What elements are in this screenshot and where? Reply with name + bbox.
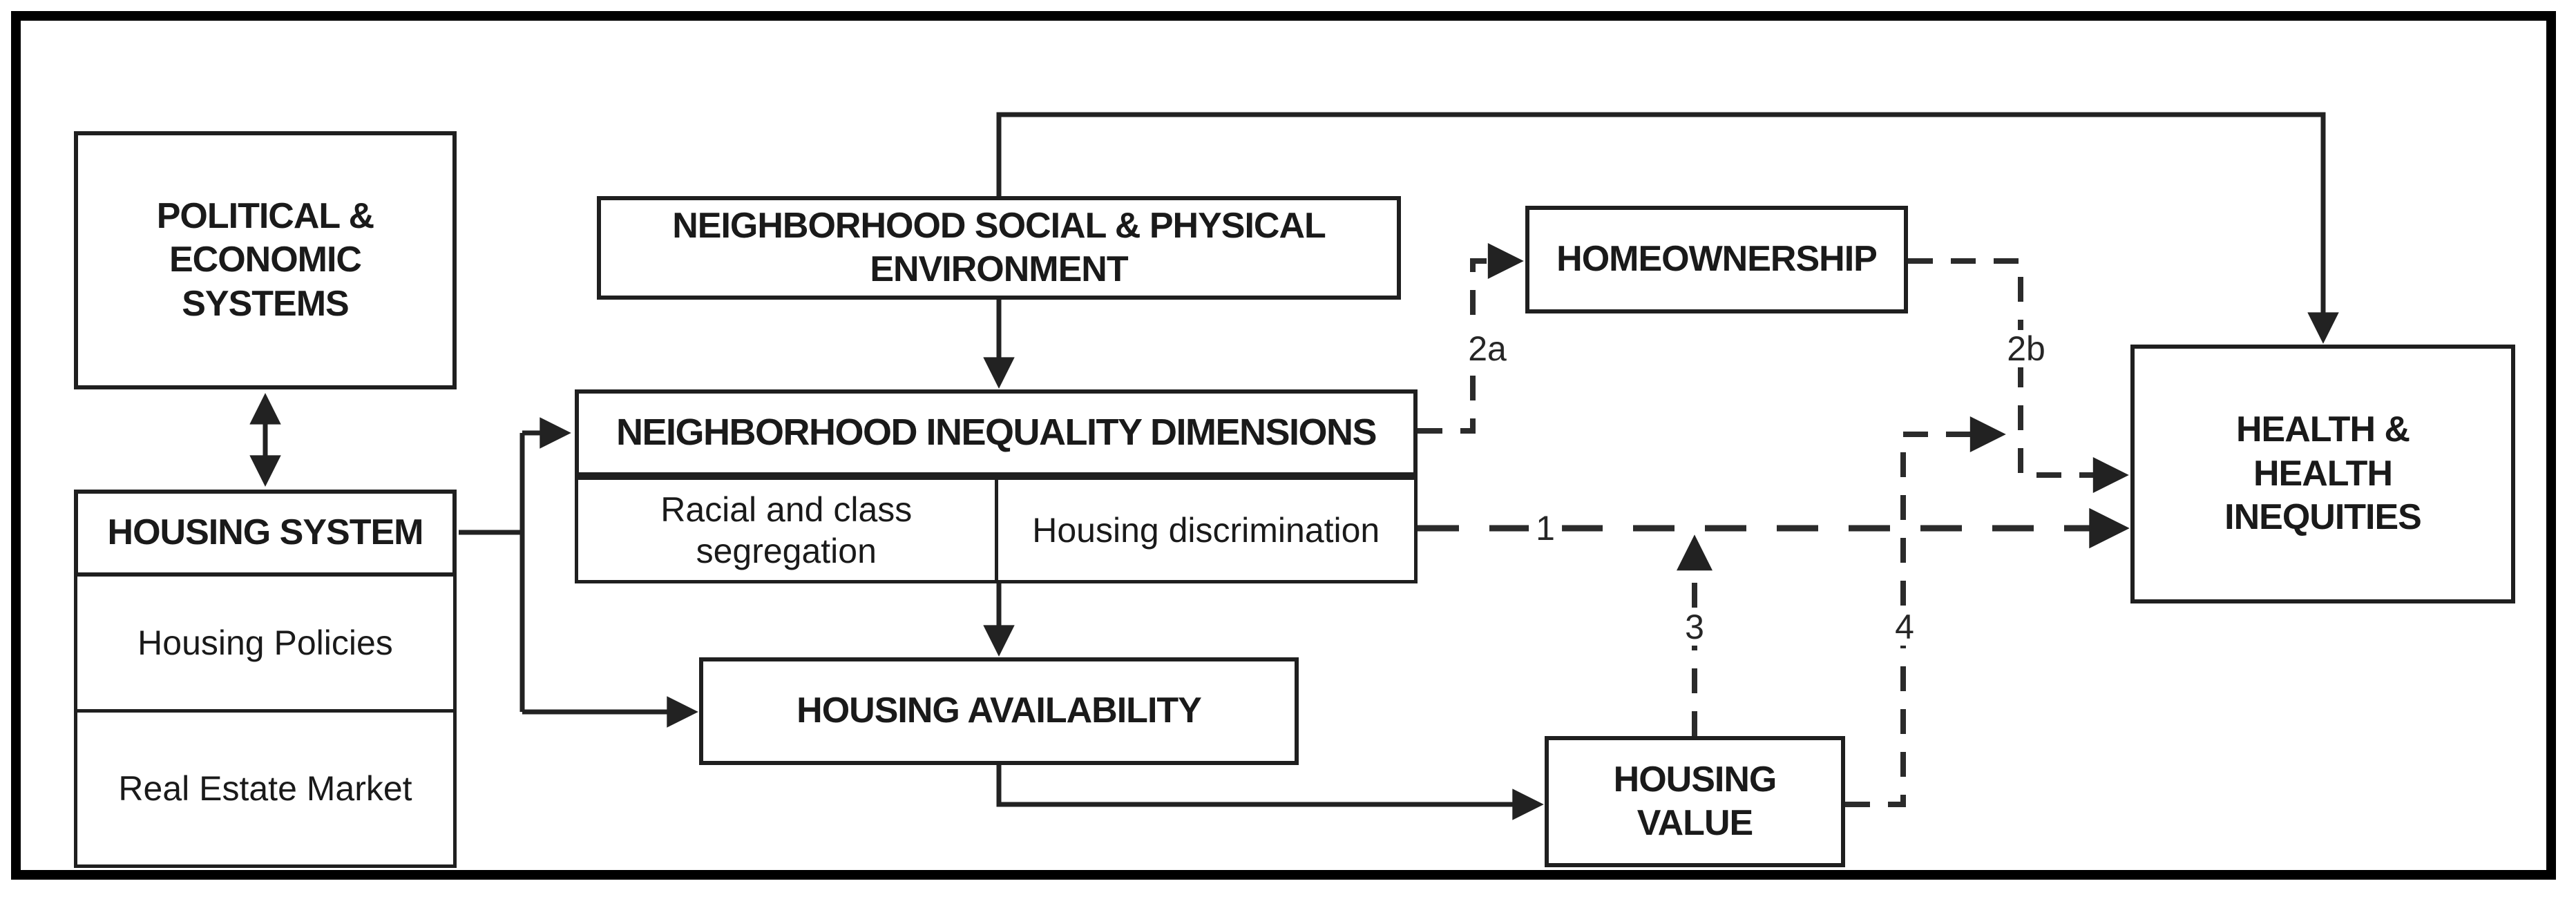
homeownership-label: HOMEOWNERSHIP [1556,239,1878,280]
arrow-housing-availability-to-housing-value [996,765,1544,820]
path-label-2a: 2a [1461,330,1514,367]
health-inequities-box: HEALTH & HEALTH INEQUITIES [2130,345,2515,603]
housing-availability-label: HOUSING AVAILABILITY [796,690,1202,731]
path-label-2b: 2b [2000,330,2052,367]
housing-policies-label: Housing Policies [137,624,393,662]
homeownership-box: HOMEOWNERSHIP [1525,206,1908,313]
neighborhood-environment-box: NEIGHBORHOOD SOCIAL & PHYSICAL ENVIRONME… [597,196,1401,300]
dashed-arrow-2b-homeownership-to-health [1908,258,2129,493]
housing-system-box: HOUSING SYSTEM [74,490,457,577]
arrow-environment-feedback-to-health [996,112,2339,344]
racial-class-segregation-label: Racial and class segregation [660,490,913,570]
housing-value-box: HOUSING VALUE [1545,736,1845,867]
political-economic-systems-label: POLITICAL & ECONOMIC SYSTEMS [156,195,374,324]
political-economic-systems-box: POLITICAL & ECONOMIC SYSTEMS [74,131,457,389]
housing-system-branch-line [459,433,525,712]
path-label-1: 1 [1529,510,1562,547]
housing-system-label: HOUSING SYSTEM [107,512,424,553]
health-inequities-label: HEALTH & HEALTH INEQUITIES [2224,409,2422,538]
dashed-arrow-4-housing-value-to-path2b [1845,416,2006,807]
real-estate-market-label: Real Estate Market [118,769,412,808]
real-estate-market-box: Real Estate Market [74,709,457,868]
path-label-4: 4 [1888,608,1921,646]
neighborhood-inequality-subrow: Racial and class segregation Housing dis… [575,476,1418,583]
neighborhood-environment-label: NEIGHBORHOOD SOCIAL & PHYSICAL ENVIRONME… [672,205,1326,289]
neighborhood-inequality-dimensions-box: NEIGHBORHOOD INEQUALITY DIMENSIONS [575,389,1418,476]
racial-class-segregation-cell: Racial and class segregation [578,480,995,580]
housing-discrimination-cell: Housing discrimination [994,480,1415,580]
neighborhood-inequality-dimensions-label: NEIGHBORHOOD INEQUALITY DIMENSIONS [616,412,1377,454]
path-label-3: 3 [1678,608,1711,646]
housing-availability-box: HOUSING AVAILABILITY [699,657,1299,765]
housing-policies-box: Housing Policies [74,573,457,713]
housing-value-label: HOUSING VALUE [1613,759,1777,843]
housing-discrimination-label: Housing discrimination [1032,510,1380,550]
